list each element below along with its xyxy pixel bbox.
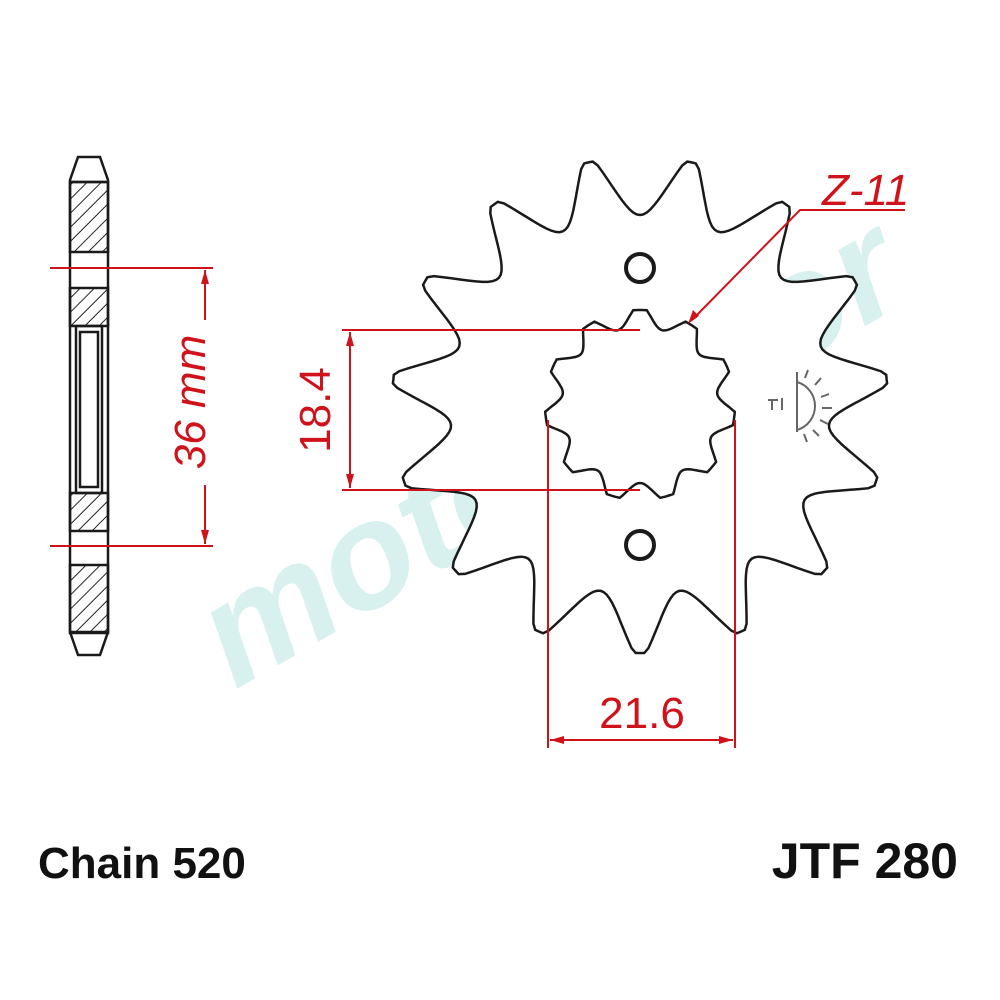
spline-count-label: Z-11 [821,166,909,215]
spline-diameter-label: 18.4 [291,367,340,453]
dimension-labels: 36 mm 18.4 21.6 Z-11 [166,166,909,738]
spline-bore [543,308,737,500]
chain-size-label: Chain 520 [38,839,246,888]
sprocket-front-view [391,160,889,655]
jt-logo-icon [768,369,832,443]
mounting-hole-top [624,252,656,284]
part-number-label: JTF 280 [772,833,958,889]
dimensions [50,209,905,748]
side-view [68,155,110,657]
mounting-hole-bottom [624,529,656,561]
hub-diameter-label: 36 mm [166,335,215,469]
spline-width-label: 21.6 [599,689,685,738]
